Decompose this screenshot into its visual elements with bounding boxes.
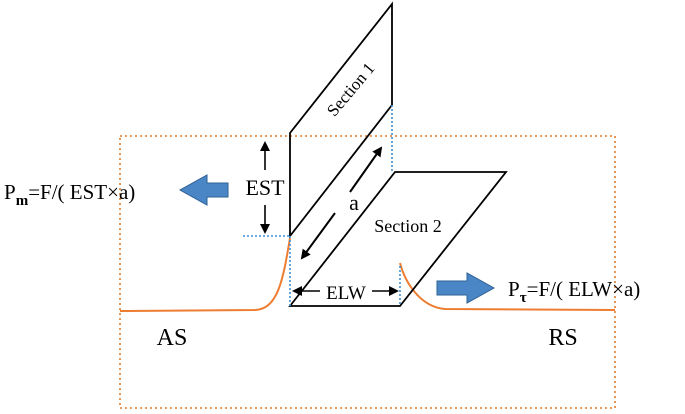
weld-profile-left	[119, 237, 291, 312]
a-arrow-down	[300, 212, 336, 260]
elw-label: ELW	[326, 283, 366, 304]
pm-symbol: P	[4, 180, 16, 204]
specimen-outline	[119, 135, 616, 409]
est-label: EST	[245, 175, 285, 200]
pm-formula: Pm=F/( EST×a)	[4, 180, 135, 209]
section-1-plane	[289, 1, 393, 239]
section-2-plane	[288, 171, 508, 307]
ptau-symbol: P	[508, 277, 520, 301]
ptau-direction-arrow	[436, 272, 496, 304]
ptau-expression: =F/( ELW×a)	[527, 277, 641, 301]
ptau-formula: Pτ=F/( ELW×a)	[508, 277, 640, 306]
ptau-subscript: τ	[520, 290, 527, 306]
a-arrow-up	[349, 146, 383, 193]
pm-subscript: m	[16, 193, 29, 209]
section-2-label: Section 2	[374, 216, 442, 236]
section-1-label: Section 1	[323, 59, 379, 120]
weld-profile-right	[399, 262, 616, 311]
pm-expression: =F/( EST×a)	[28, 180, 135, 204]
pm-direction-arrow	[178, 174, 229, 206]
rs-label: RS	[548, 325, 577, 351]
a-label: a	[349, 190, 359, 215]
as-label: AS	[157, 325, 188, 351]
